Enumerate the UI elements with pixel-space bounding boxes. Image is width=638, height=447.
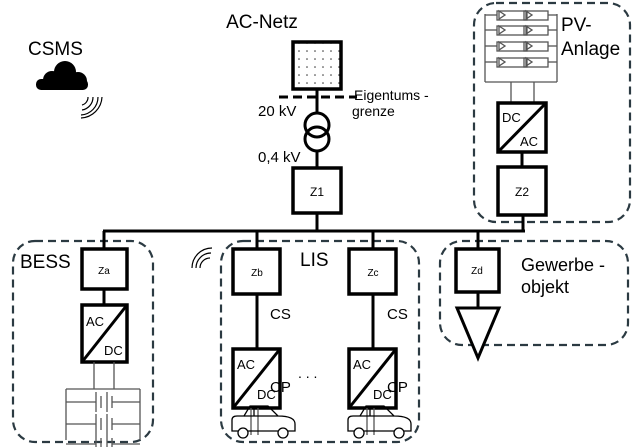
meter-za-label: Za: [98, 266, 110, 277]
bess-label: BESS: [20, 252, 71, 273]
svg-text:AC: AC: [520, 134, 538, 149]
commercial-label-2: objekt: [521, 277, 569, 297]
svg-text:AC: AC: [86, 314, 104, 329]
charging-station: AC DC: [231, 231, 296, 439]
ellipsis: . . .: [298, 365, 317, 381]
wireless-icon: [80, 96, 103, 119]
meter-zc-label: Zc: [367, 268, 378, 279]
svg-text:DC: DC: [104, 343, 123, 358]
svg-text:AC: AC: [237, 357, 255, 372]
ac-grid-label: AC-Netz: [226, 12, 298, 33]
cp-label-2: CP: [387, 379, 408, 396]
transformer-icon: [303, 111, 331, 139]
commercial-label-1: Gewerbe -: [521, 255, 605, 275]
ownership-boundary-label-2: grenze: [352, 103, 395, 119]
cs-label-2: CS: [387, 306, 408, 323]
car-icon: [231, 405, 296, 439]
lv-label: 0,4 kV: [258, 149, 301, 166]
pv-label-2: Anlage: [561, 39, 620, 60]
csms-label: CSMS: [28, 39, 83, 60]
meter-z1: [291, 166, 343, 215]
meter-z2-label: Z2: [515, 185, 529, 199]
pv-label-1: PV-: [561, 15, 592, 36]
meter-za: [80, 247, 129, 291]
ac-grid-box: [291, 40, 343, 91]
cs-label-1: CS: [270, 306, 291, 323]
svg-text:DC: DC: [257, 387, 276, 402]
meter-zd-label: Zd: [471, 266, 483, 277]
commercial-boundary: [438, 239, 630, 347]
dc-ac-converter-pv: DC AC: [496, 101, 548, 154]
cp-label-1: CP: [270, 379, 291, 396]
ac-dc-converter-bess: AC DC: [80, 303, 129, 364]
bess-boundary: [11, 239, 155, 444]
svg-text:DC: DC: [502, 110, 521, 125]
ownership-boundary-label-1: Eigentums -: [354, 87, 429, 103]
pv-array: [484, 9, 558, 103]
lis-label: LIS: [300, 250, 329, 271]
load-icon: [454, 306, 502, 362]
lis-boundary: [219, 239, 421, 444]
meter-z1-label: Z1: [310, 185, 324, 199]
cloud-icon: [36, 61, 88, 90]
meter-zb-label: Zb: [251, 268, 263, 279]
hv-label: 20 kV: [258, 103, 296, 120]
battery-icon: [65, 362, 141, 447]
wireless-icon-lis: [191, 247, 213, 269]
meter-z2: [496, 165, 548, 217]
pv-boundary: [472, 1, 632, 224]
